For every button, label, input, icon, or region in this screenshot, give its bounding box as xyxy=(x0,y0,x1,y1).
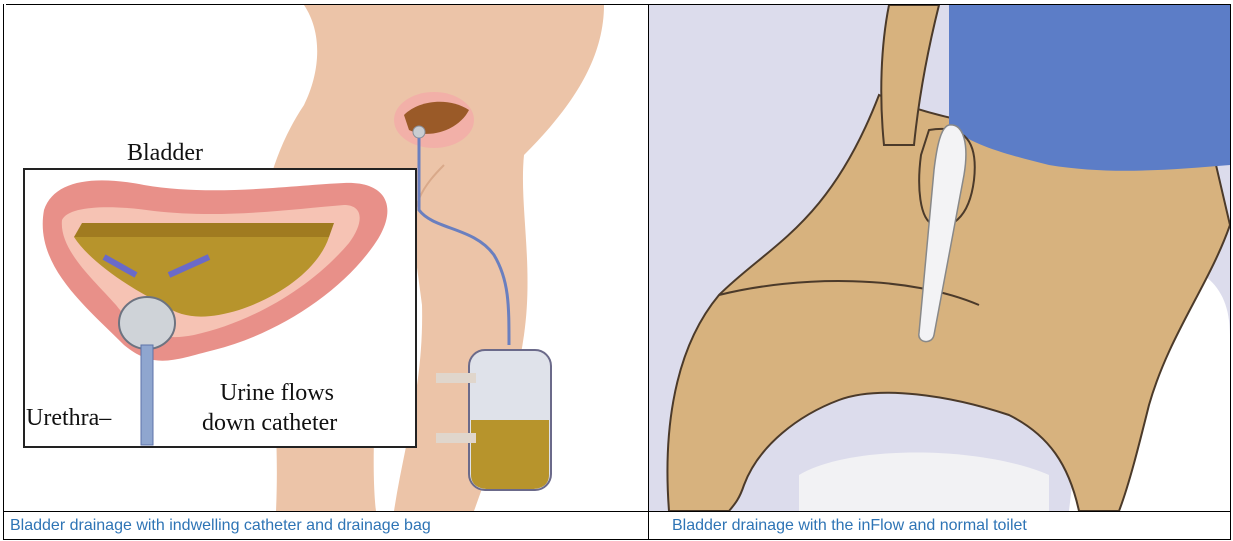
label-urine-flows-2: down catheter xyxy=(202,410,337,436)
caption-left: Bladder drainage with indwelling cathete… xyxy=(10,512,431,539)
label-urethra: Urethra– xyxy=(26,405,112,431)
inflow-toilet-illustration xyxy=(649,5,1230,511)
catheter-drainage-bag-illustration: Bladder Urine flows down catheter Urethr… xyxy=(4,5,648,511)
caption-right: Bladder drainage with the inFlow and nor… xyxy=(672,512,1027,539)
label-bladder: Bladder xyxy=(127,140,203,166)
figure-table: Bladder Urine flows down catheter Urethr… xyxy=(3,4,1231,540)
label-urine-flows-1: Urine flows xyxy=(220,380,334,406)
column-divider xyxy=(648,5,649,539)
